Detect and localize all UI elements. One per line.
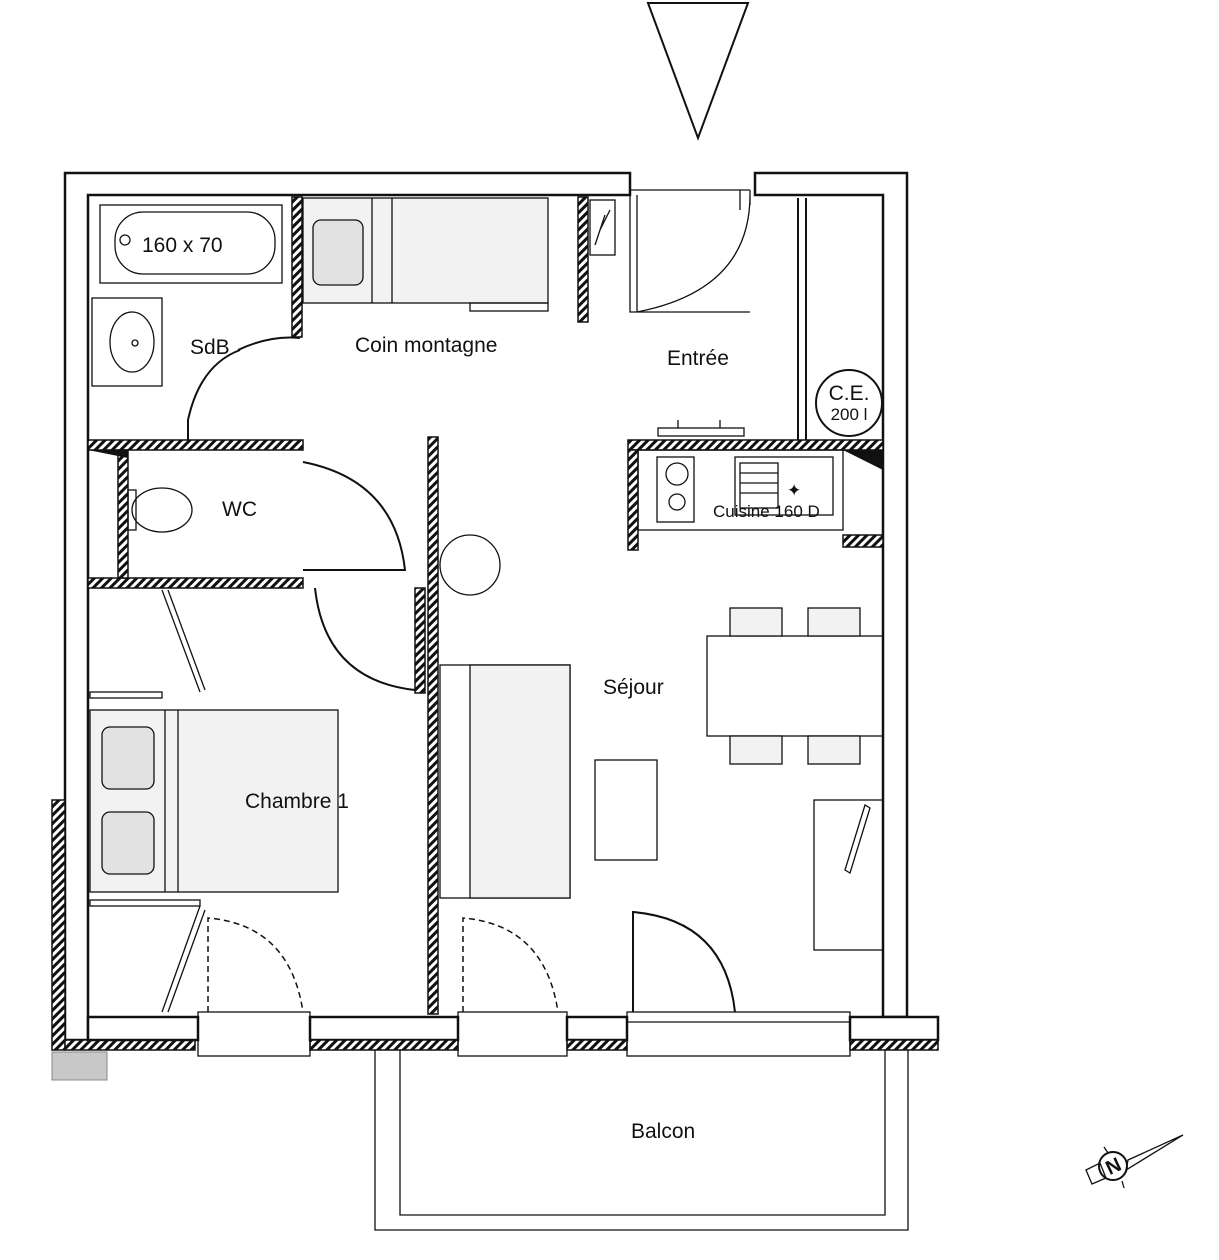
svg-text:✦: ✦ xyxy=(787,481,801,500)
room-label-sdb: SdB xyxy=(190,336,230,359)
double-bed xyxy=(89,709,339,893)
sofa-bed xyxy=(439,664,571,899)
room-label-chambre: Chambre 1 xyxy=(245,790,349,813)
coffee-table xyxy=(594,759,658,861)
chambre-window-door xyxy=(207,917,304,1013)
sejour-window-door-2 xyxy=(462,917,559,1013)
water-heater: C.E. 200 l xyxy=(815,369,883,437)
entrance-door xyxy=(629,189,751,313)
electrical-panel xyxy=(589,199,616,256)
sejour-window-door xyxy=(632,910,736,1013)
balcony xyxy=(374,1050,909,1231)
room-label-entree: Entrée xyxy=(667,347,729,370)
kitchen-label: Cuisine 160 D xyxy=(713,502,820,521)
chambre-door xyxy=(314,587,416,691)
desk xyxy=(813,799,884,951)
room-label-coin-montagne: Coin montagne xyxy=(355,334,497,357)
room-label-sejour: Séjour xyxy=(603,676,664,699)
cooktop xyxy=(656,456,695,523)
dining-table xyxy=(706,607,884,765)
bunk-bed xyxy=(302,197,549,312)
room-label-balcon: Balcon xyxy=(631,1120,695,1143)
water-heater-capacity: 200 l xyxy=(831,405,868,424)
wardrobe-doors xyxy=(89,589,206,1013)
compass-icon: N xyxy=(1085,1134,1184,1189)
toilet xyxy=(127,487,193,533)
entry-arrow xyxy=(646,2,750,141)
sdb-door xyxy=(187,336,301,440)
bathtub-size-label: 160 x 70 xyxy=(142,234,223,257)
water-heater-label: C.E. xyxy=(829,382,870,405)
kitchen: ✦ Cuisine 160 D xyxy=(637,420,844,531)
room-label-wc: WC xyxy=(222,498,257,521)
wc-door xyxy=(302,461,407,571)
windows xyxy=(197,1011,851,1057)
interior-walls xyxy=(87,196,884,1015)
sink xyxy=(91,297,163,387)
bathtub: 160 x 70 xyxy=(99,204,283,284)
round-table xyxy=(439,534,501,596)
